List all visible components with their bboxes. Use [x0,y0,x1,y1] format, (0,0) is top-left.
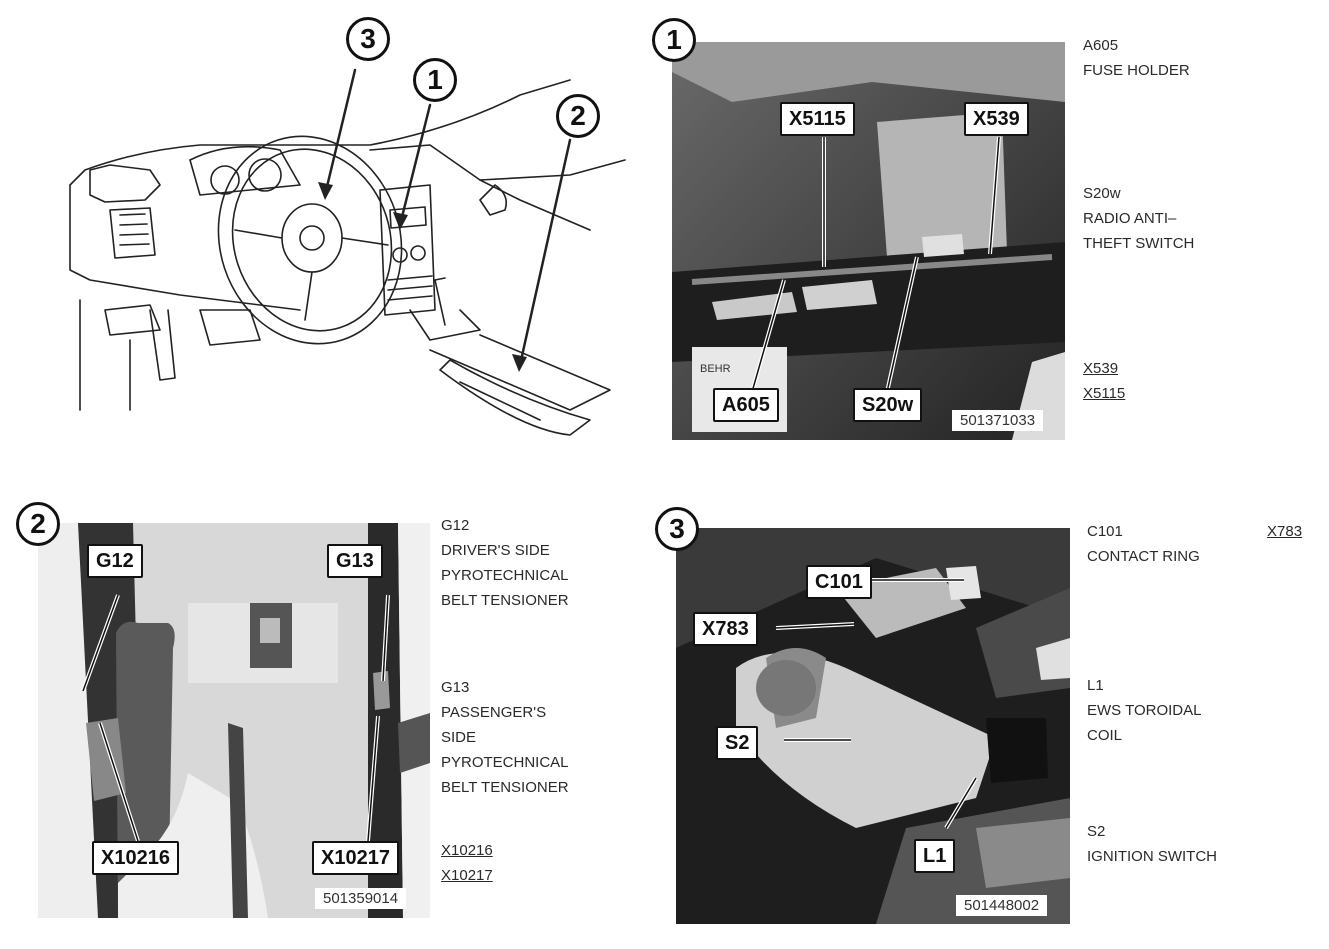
connector-x5115: X5115 [1083,385,1126,402]
panel-1-caption-a605: A605 FUSE HOLDER [1083,33,1190,83]
caption-line: FUSE HOLDER [1083,62,1190,79]
panel-3-connectors: X783 [1267,519,1302,544]
panel-3-doc-number: 501448002 [956,895,1048,916]
callout-s20w: S20w [853,388,923,422]
panel-2-marker: 2 [16,502,60,546]
caption-line: BELT TENSIONER [441,592,569,609]
caption-line: EWS TOROIDAL [1087,702,1202,719]
connector-x10216: X10216 [441,842,493,859]
callout-g12: G12 [87,544,143,578]
panel-1-caption-s20w: S20w RADIO ANTI– THEFT SWITCH [1083,181,1194,256]
panel-1-doc-number: 501371033 [952,410,1044,431]
caption-line: RADIO ANTI– [1083,210,1177,227]
panel-2-caption-g13: G13 PASSENGER'S SIDE PYROTECHNICAL BELT … [441,675,569,800]
caption-line: C101 [1087,523,1123,540]
panel-1-connectors: X539 X5115 [1083,356,1125,406]
panel-2-doc-number: 501359014 [315,888,407,909]
caption-line: PYROTECHNICAL [441,567,569,584]
caption-line: THEFT SWITCH [1083,235,1195,252]
callout-s2: S2 [716,726,759,760]
callout-l1: L1 [914,839,956,873]
overview-marker-2: 2 [556,94,600,138]
connector-x10217: X10217 [441,867,493,884]
caption-line: PYROTECHNICAL [441,754,569,771]
panel-3-caption-c101: C101 CONTACT RING [1087,519,1200,569]
panel-3-caption-l1: L1 EWS TOROIDAL COIL [1087,673,1201,748]
caption-line: A605 [1083,37,1119,54]
caption-line: CONTACT RING [1087,548,1200,565]
callout-x10217: X10217 [312,841,399,875]
connector-x539: X539 [1083,360,1119,377]
panel-3-marker: 3 [655,507,699,551]
overview-marker-3: 3 [346,17,390,61]
caption-line: G12 [441,517,470,534]
callout-x539: X539 [964,102,1029,136]
callout-x783: X783 [693,612,758,646]
caption-line: S2 [1087,823,1106,840]
dashboard-overview-illustration [69,68,626,436]
caption-line: COIL [1087,727,1123,744]
caption-line: IGNITION SWITCH [1087,848,1217,865]
caption-line: S20w [1083,185,1121,202]
panel-2-connectors: X10216 X10217 [441,838,493,888]
panel-2-caption-g12: G12 DRIVER'S SIDE PYROTECHNICAL BELT TEN… [441,513,569,613]
behr-label-text: BEHR [700,363,731,375]
connector-x783: X783 [1267,523,1303,540]
callout-x10216: X10216 [92,841,179,875]
caption-line: BELT TENSIONER [441,779,569,796]
caption-line: G13 [441,679,470,696]
callout-c101: C101 [806,565,872,599]
caption-line: SIDE [441,729,477,746]
caption-line: L1 [1087,677,1104,694]
caption-line: PASSENGER'S [441,704,547,721]
caption-line: DRIVER'S SIDE [441,542,550,559]
panel-3-caption-s2: S2 IGNITION SWITCH [1087,819,1217,869]
callout-x5115: X5115 [780,102,855,136]
callout-a605: A605 [713,388,779,422]
panel-1-marker: 1 [652,18,696,62]
callout-g13: G13 [327,544,383,578]
overview-marker-1: 1 [413,58,457,102]
